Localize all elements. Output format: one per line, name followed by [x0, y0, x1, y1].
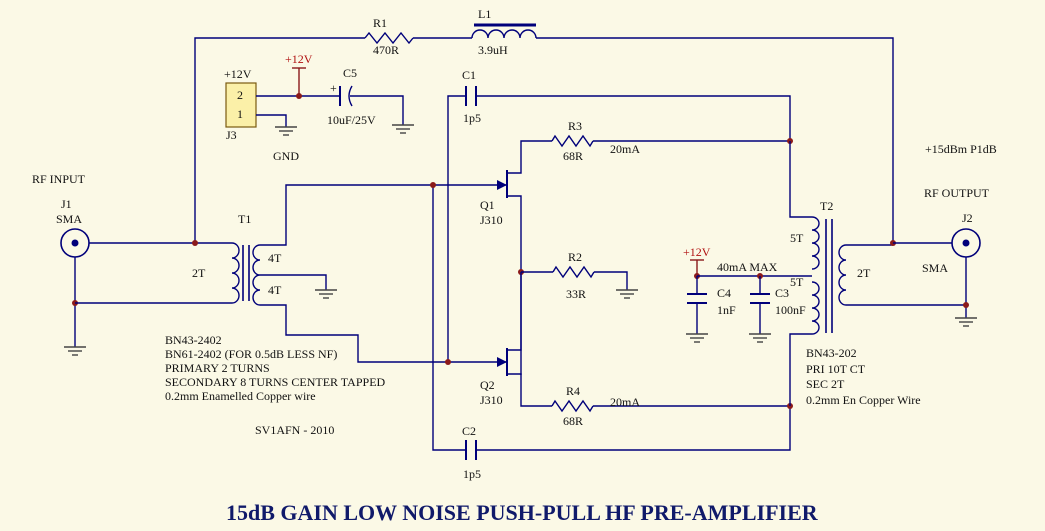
c5-value: 10uF/25V [327, 113, 376, 127]
t1-primary-turns: 2T [192, 266, 206, 280]
c2-value: 1p5 [463, 467, 481, 481]
t2-transformer: T2 5T 5T 2T [789, 141, 966, 406]
c5-ref: C5 [343, 66, 357, 80]
supply-c4-label: +12V [683, 245, 711, 259]
supply-c5-label: +12V [285, 52, 313, 66]
c1-ref: C1 [462, 68, 476, 82]
l1-ref: L1 [478, 7, 491, 21]
q1-ref: Q1 [480, 198, 495, 212]
q1-value: J310 [480, 213, 503, 227]
q2-jfet: Q2 J310 [480, 272, 552, 407]
c3-value: 100nF [775, 303, 806, 317]
j3-supply-label: +12V [224, 67, 252, 81]
r2-ref: R2 [568, 250, 582, 264]
r3-ref: R3 [568, 119, 582, 133]
t1-transformer: T1 2T 4T 4T [192, 184, 507, 363]
decoupling-network: +12V 40mA MAX C4 1nF C3 100nF [683, 245, 812, 343]
t2-pri-bot-turns: 5T [790, 275, 804, 289]
q1-jfet: Q1 J310 [480, 140, 552, 375]
r4-resistor: R4 68R 20mA [551, 384, 790, 428]
rf-output-label: RF OUTPUT [924, 186, 990, 200]
t2-ref: T2 [820, 199, 833, 213]
t1-sec-bot-turns: 4T [268, 283, 282, 297]
t2-notes: BN43-202 PRI 10T CT SEC 2T 0.2mm En Copp… [806, 346, 921, 407]
t2-note-line: SEC 2T [806, 377, 845, 391]
q2-ref: Q2 [480, 378, 495, 392]
c3-ref: C3 [775, 286, 789, 300]
t1-note-line: SECONDARY 8 TURNS CENTER TAPPED [165, 375, 386, 389]
r1-ref: R1 [373, 16, 387, 30]
j3-pin2: 2 [237, 88, 243, 102]
c1-value: 1p5 [463, 111, 481, 125]
r4-ref: R4 [566, 384, 580, 398]
r4-value: 68R [563, 414, 583, 428]
c5-capacitor: + C5 10uF/25V [327, 66, 414, 134]
t1-ref: T1 [238, 212, 251, 226]
l1-value: 3.9uH [478, 43, 508, 57]
gnd-label: GND [273, 149, 299, 163]
feedback-network: R1 470R L1 3.9uH [194, 7, 894, 243]
j3-ref: J3 [226, 128, 237, 142]
t2-sec-turns: 2T [857, 266, 871, 280]
rf-input-label: RF INPUT [32, 172, 86, 186]
t1-note-line: BN61-2402 (FOR 0.5dB LESS NF) [165, 347, 337, 361]
c2-ref: C2 [462, 424, 476, 438]
page-title: 15dB GAIN LOW NOISE PUSH-PULL HF PRE-AMP… [226, 500, 819, 525]
t1-note-line: PRIMARY 2 TURNS [165, 361, 270, 375]
r3-value: 68R [563, 149, 583, 163]
j2-connector: +15dBm P1dB RF OUTPUT J2 SMA [890, 142, 997, 327]
r1-resistor [364, 31, 414, 45]
t2-note-line: PRI 10T CT [806, 362, 866, 376]
t1-note-line: 0.2mm Enamelled Copper wire [165, 389, 316, 403]
t1-sec-top-turns: 4T [268, 251, 282, 265]
t2-note-line: BN43-202 [806, 346, 857, 360]
q2-value: J310 [480, 393, 503, 407]
current-max-label: 40mA MAX [717, 260, 778, 274]
j2-ref: J2 [962, 211, 973, 225]
j2-value: SMA [922, 261, 948, 275]
r3-current: 20mA [610, 142, 640, 156]
r2-value: 33R [566, 287, 586, 301]
author-label: SV1AFN - 2010 [255, 423, 334, 437]
j3-pin1: 1 [237, 107, 243, 121]
c5-plus: + [330, 81, 337, 95]
r3-resistor: R3 68R 20mA [551, 119, 790, 163]
c4-ref: C4 [717, 286, 731, 300]
c4-value: 1nF [717, 303, 736, 317]
r2-resistor: R2 33R [518, 250, 638, 301]
t2-note-line: 0.2mm En Copper Wire [806, 393, 921, 407]
r1-value: 470R [373, 43, 399, 57]
j1-connector: RF INPUT J1 SMA [32, 172, 232, 356]
j3-connector: 2 1 +12V J3 GND +12V [224, 52, 340, 163]
p1db-label: +15dBm P1dB [925, 142, 997, 156]
c1-capacitor: C1 1p5 [447, 68, 791, 362]
t1-notes: BN43-2402 BN61-2402 (FOR 0.5dB LESS NF) … [165, 333, 386, 437]
t2-pri-top-turns: 5T [790, 231, 804, 245]
j1-value: SMA [56, 212, 82, 226]
t1-note-line: BN43-2402 [165, 333, 222, 347]
j1-ref: J1 [61, 197, 72, 211]
l1-inductor [471, 29, 537, 39]
r4-current: 20mA [610, 395, 640, 409]
c2-capacitor: C2 1p5 [432, 185, 791, 481]
